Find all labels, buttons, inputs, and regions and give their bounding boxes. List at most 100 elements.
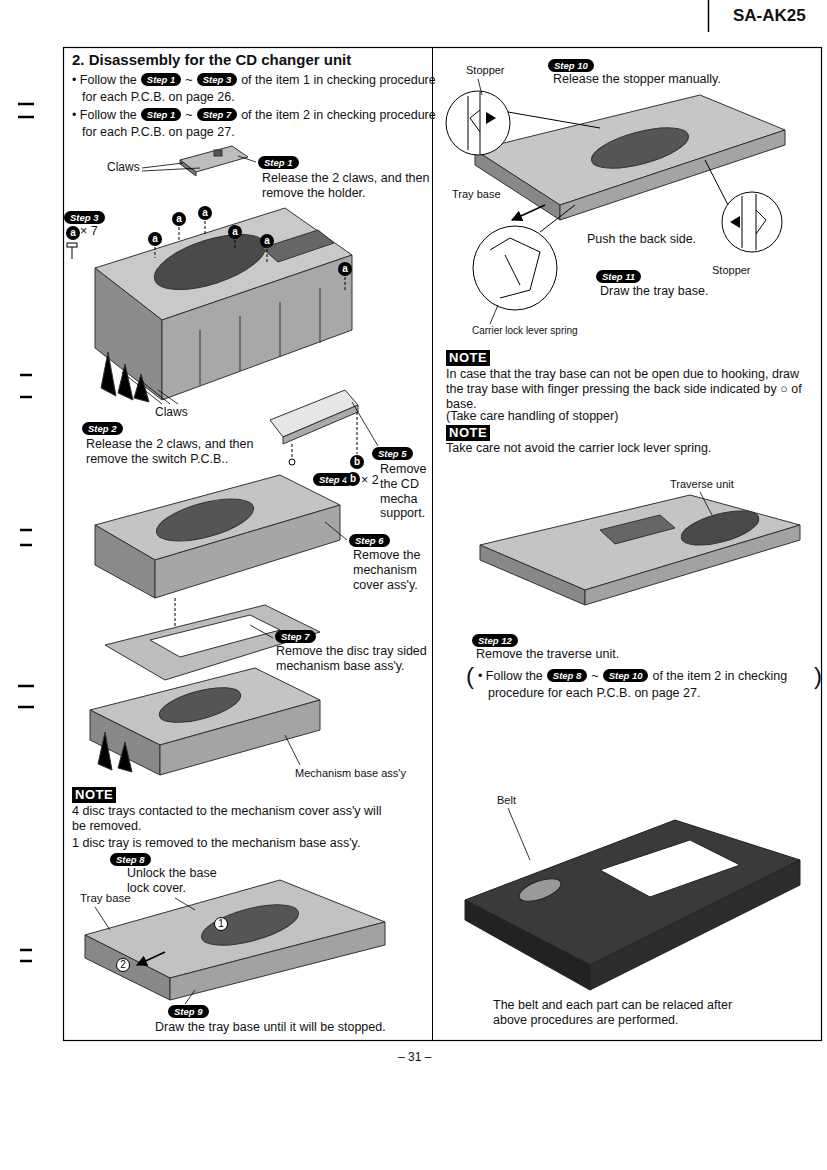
badge-text: a bbox=[338, 262, 352, 276]
belt-unit bbox=[600, 840, 740, 897]
magnifier-detail bbox=[480, 92, 481, 154]
step-instruction: Remove the traverse unit. bbox=[476, 647, 619, 662]
badge-text: Step 10 bbox=[609, 670, 643, 681]
badge-text: Step 4 bbox=[319, 474, 348, 485]
holder-pcb bbox=[214, 150, 222, 156]
part-name: Belt bbox=[497, 794, 516, 807]
disc-tray-base bbox=[90, 605, 320, 775]
screw-guide bbox=[155, 247, 156, 258]
changer-unit bbox=[280, 302, 281, 357]
changer-unit bbox=[320, 288, 321, 343]
callout-letter: a bbox=[148, 232, 162, 246]
magnifier-detail bbox=[468, 96, 469, 150]
badge-text: NOTE bbox=[449, 351, 487, 365]
leader-line bbox=[508, 808, 530, 860]
screw-guide bbox=[345, 277, 346, 290]
instruction-text: • Follow the bbox=[72, 73, 137, 87]
disc-tray-base bbox=[118, 742, 132, 772]
move-arrow bbox=[512, 205, 545, 220]
part-name: Tray base bbox=[80, 892, 131, 906]
leader-line bbox=[490, 305, 498, 324]
screw-guide bbox=[235, 240, 236, 250]
changer-unit bbox=[148, 223, 272, 301]
page-frame bbox=[708, 0, 710, 32]
screw-guide bbox=[357, 412, 358, 454]
step-badge: Step 8 bbox=[110, 853, 151, 866]
holder-pcb bbox=[180, 146, 248, 176]
callout-letter: a bbox=[338, 262, 352, 276]
magnifier-detail bbox=[505, 255, 520, 285]
step-badge: Step 12 bbox=[472, 634, 518, 647]
changer-unit bbox=[240, 316, 241, 371]
screw-icon bbox=[72, 247, 73, 259]
instruction-text: • Follow the bbox=[478, 669, 543, 683]
note-badge: NOTE bbox=[72, 787, 116, 803]
bracket-mark: ) bbox=[814, 664, 822, 688]
page-number: – 31 – bbox=[398, 1050, 431, 1064]
step-instruction: Remove the mechanism cover ass'y. bbox=[353, 548, 431, 592]
step-badge: Step 3 bbox=[64, 211, 105, 224]
part-name: Stopper bbox=[712, 264, 751, 277]
detail-magnifier bbox=[722, 192, 782, 252]
move-arrow bbox=[137, 952, 165, 965]
screw-count: × 2 bbox=[361, 473, 379, 488]
magnifier-detail bbox=[705, 160, 728, 205]
step-badge: Step 11 bbox=[596, 270, 641, 283]
traverse-unit bbox=[480, 495, 800, 605]
badge-text: a bbox=[198, 206, 212, 220]
leader-line bbox=[238, 156, 256, 162]
step-badge: Step 1 bbox=[141, 108, 182, 121]
step-instruction: Remove the disc tray sided mechanism bas… bbox=[276, 644, 434, 674]
step-badge: Step 7 bbox=[197, 108, 238, 121]
changer-unit bbox=[95, 268, 162, 400]
circled-number: 1 bbox=[214, 917, 228, 931]
leader-line bbox=[325, 522, 347, 540]
mecha-support bbox=[283, 405, 358, 444]
step-badge: Step 7 bbox=[275, 630, 316, 643]
step-badge: Step 5 bbox=[372, 447, 413, 460]
binding-mark bbox=[18, 104, 34, 961]
callout-letter: a bbox=[198, 206, 212, 220]
note-badge: NOTE bbox=[446, 350, 490, 366]
note-text: (Take care handling of stopper) bbox=[446, 409, 618, 424]
leader-line bbox=[185, 990, 195, 1004]
mechanism-cover-unit bbox=[95, 475, 340, 598]
disc-tray-base bbox=[150, 615, 280, 657]
badge-text: 1 bbox=[215, 918, 227, 930]
badge-text: Step 6 bbox=[355, 535, 384, 546]
push-arrow bbox=[486, 112, 496, 124]
changer-unit bbox=[200, 330, 201, 385]
screw-guide bbox=[205, 221, 206, 236]
step-instruction: Remove the CD mecha support. bbox=[380, 462, 431, 521]
badge-text: Step 7 bbox=[281, 631, 310, 642]
binding-mark bbox=[20, 949, 32, 952]
callout-letter: b bbox=[350, 455, 364, 469]
traverse-unit bbox=[600, 515, 675, 544]
stopper-unit bbox=[475, 150, 560, 220]
step-instruction: Release the 2 claws, and then remove the… bbox=[86, 437, 271, 467]
badge-text: Step 1 bbox=[264, 157, 293, 168]
binding-mark bbox=[20, 544, 32, 547]
part-name: Stopper bbox=[466, 64, 505, 77]
leader-line bbox=[95, 79, 712, 1004]
leader-line bbox=[142, 168, 200, 171]
instruction-text: ~ bbox=[185, 108, 192, 122]
move-arrow bbox=[137, 205, 545, 965]
part-name: Carrier lock lever spring bbox=[472, 325, 578, 337]
badge-text: Step 10 bbox=[554, 60, 588, 71]
magnifier-detail bbox=[756, 194, 757, 250]
mechanism-cover-unit bbox=[95, 525, 155, 598]
binding-mark bbox=[18, 685, 34, 688]
tray-base-unit bbox=[85, 935, 170, 1000]
section-heading: 2. Disassembly for the CD changer unit bbox=[72, 51, 351, 68]
badge-text: Step 1 bbox=[147, 74, 176, 85]
binding-mark bbox=[18, 103, 34, 106]
step-badge: Step 1 bbox=[141, 73, 182, 86]
instruction-line: • Follow theStep 1~Step 3of the item 1 i… bbox=[72, 72, 438, 106]
part-name: Claws bbox=[107, 160, 140, 174]
binding-mark bbox=[18, 706, 34, 709]
instruction-text: • Follow the bbox=[72, 108, 137, 122]
page-frame bbox=[64, 0, 822, 1041]
traverse-unit bbox=[678, 504, 763, 552]
